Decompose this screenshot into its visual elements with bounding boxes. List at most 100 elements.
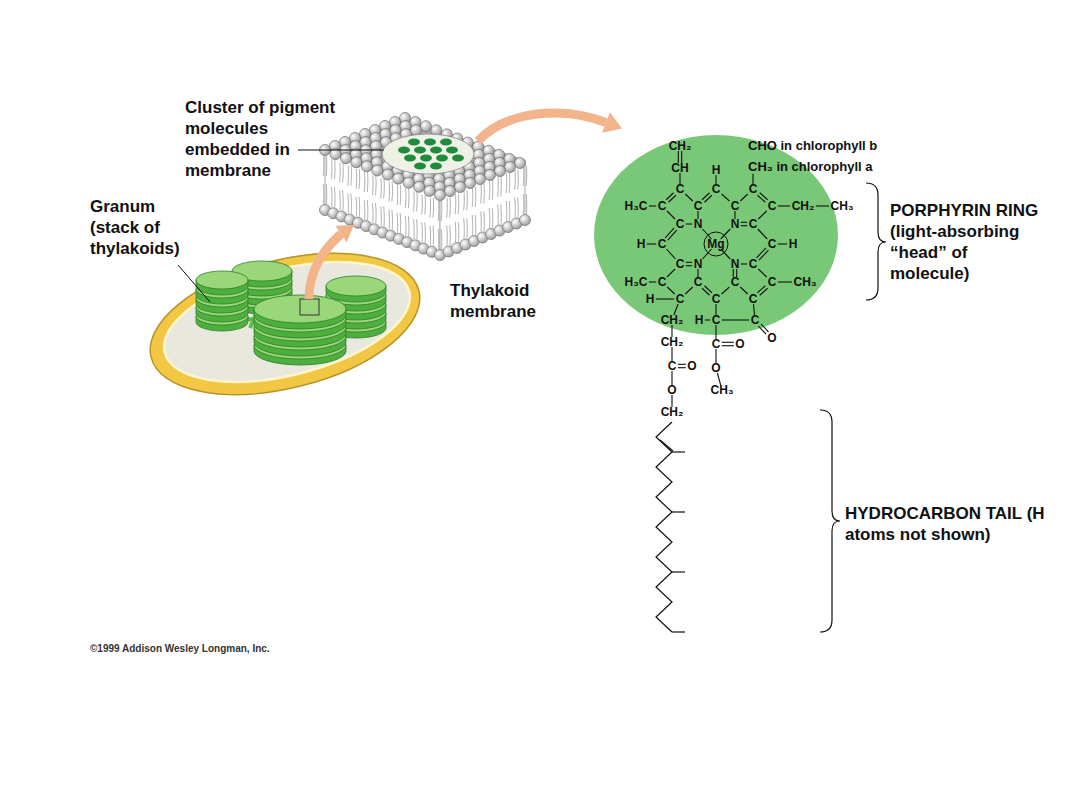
lipid-tail [323,156,325,176]
atom-symbol: C [712,314,721,326]
lipid-tail [475,215,477,235]
lipid-tail [416,219,418,239]
pigment-cluster [382,134,474,174]
lipid-tail [339,162,341,182]
lipid-tail [492,208,494,228]
lipid-head [382,169,393,180]
thylakoid-disk-top [196,271,248,289]
pigment-molecule [404,155,416,162]
lipid-head [475,174,486,185]
lipid-tail [455,194,457,214]
lipid-tail [506,173,508,193]
tail-double-bond [660,440,673,451]
chemical-bond [722,342,734,343]
atom-symbol: C [768,276,777,288]
chemical-bond [816,205,829,206]
copyright-note: ©1999 Addison Wesley Longman, Inc. [90,643,270,655]
lipid-tail [483,184,485,204]
lipid-tail [350,166,352,186]
atom-symbol: C [749,293,758,305]
zoom-arrow [309,112,622,299]
atom-symbol: O [687,360,696,372]
lipid-tail [350,194,352,214]
grana [196,261,386,365]
lipid-tail [413,219,415,239]
atom-symbol: CH₂ [661,336,684,348]
chemical-bond [686,262,692,263]
atom-symbol: H [789,238,798,250]
zoom-arrow-head [335,225,354,242]
lipid-tail [441,201,443,221]
lipid-tail [489,180,491,200]
lipid-head [435,190,446,201]
lipid-head [340,153,351,164]
atom-symbol: H [637,238,646,250]
lipid-tail [455,222,457,242]
lipid-tail [405,216,407,236]
lipid-tail [526,194,528,214]
atom-symbol: H₃C [625,200,648,212]
atom-symbol: Mg [707,238,724,250]
chemical-bond [702,193,709,200]
lipid-tail [364,172,366,192]
lipid-tail [334,159,336,179]
lipid-tail [483,212,485,232]
atom-symbol: CH₃ [831,200,854,212]
chemical-bond [740,194,747,201]
chemical-bond [741,222,747,223]
lipid-head [520,215,531,226]
thylakoid-disk-top [326,276,386,296]
lipid-head [495,166,506,177]
membrane-face [325,150,440,255]
chemical-bond [760,288,768,295]
lipid-tail [408,188,410,208]
lipid-tail [509,201,511,221]
lipid-tail [441,229,443,249]
pigment-molecule [440,139,452,146]
lipid-tail [331,159,333,179]
chemical-bond [715,325,716,339]
lipid-tail [416,191,418,211]
atom-symbol: H [695,314,704,326]
chemical-bond [686,265,692,266]
chemical-bond [667,269,675,277]
lipid-tail [523,194,525,214]
atom-symbol: CH₂ [661,406,684,418]
lipid-tail [424,223,426,243]
atom-symbol: C [676,218,685,230]
lipid-tail [359,197,361,217]
hydrocarbon-tail [656,422,685,632]
lipid-tail [388,210,390,230]
lipid-tail [514,198,516,218]
chemical-bond [741,263,747,264]
chemical-bond [758,229,768,239]
chemical-bond [760,193,768,200]
lipid-head [515,158,526,169]
illustration-part [320,205,531,261]
atom-symbol: C [676,293,685,305]
lipid-tail [500,177,502,197]
lipid-tail [356,197,358,217]
methyl-branch [672,571,685,572]
chemical-bond [649,281,656,282]
lipid-head [505,162,516,173]
lipid-tail [475,187,477,207]
lipid-tail [500,205,502,225]
chemical-bond [678,364,686,365]
lipid-tail [397,185,399,205]
chemical-bond [778,205,790,206]
lipid-tail [421,223,423,243]
outer-envelope [136,229,435,420]
chemical-bond [778,243,787,244]
atom-symbol: C [712,338,721,350]
pigment-molecule [452,155,464,162]
lipid-tail [497,205,499,225]
lipid-tail [509,173,511,193]
chemical-bond [761,324,769,332]
chemical-bond [668,230,677,240]
lipid-tail [405,188,407,208]
leader-line [178,265,210,302]
lipid-head [465,178,476,189]
